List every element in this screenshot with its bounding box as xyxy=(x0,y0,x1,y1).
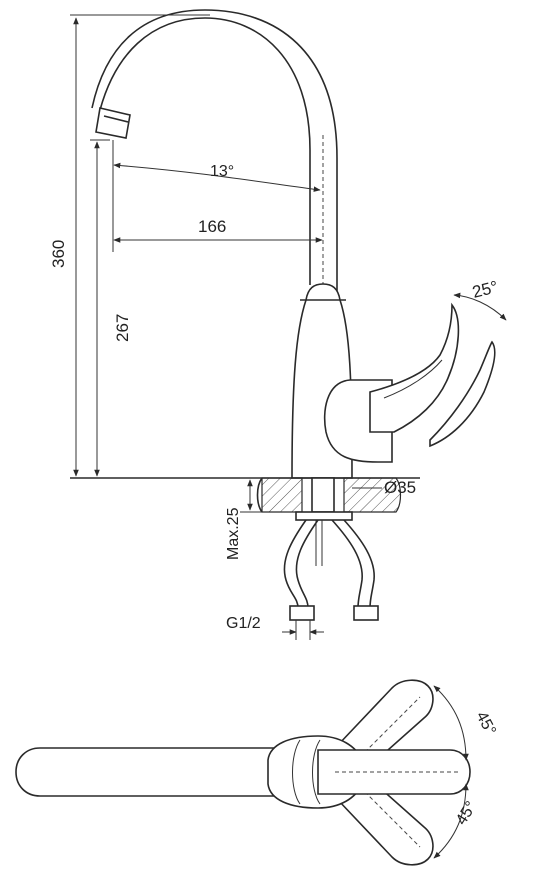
dim-spout-reach: 166 xyxy=(113,217,323,243)
dim-swivel-angle: 13° xyxy=(112,140,321,252)
side-view: 360 267 13° 166 25° Ø35 xyxy=(49,9,507,640)
hose-nut-right xyxy=(353,605,379,621)
dim-deck-thickness-label: Max.25 xyxy=(225,507,242,560)
dim-rotation-right-label: 45° xyxy=(453,799,480,829)
dim-deck-thickness: Max.25 xyxy=(225,477,262,560)
spout-top xyxy=(15,747,279,797)
dim-lever-angle: 25° xyxy=(453,277,507,321)
faucet-body xyxy=(70,283,496,479)
dim-connection-thread: G1/2 xyxy=(226,615,324,635)
dim-spout-height-label: 267 xyxy=(113,314,132,342)
lever xyxy=(369,302,460,433)
dim-spout-reach-label: 166 xyxy=(198,217,226,236)
aerator xyxy=(95,107,131,139)
dim-base-diameter-label: Ø35 xyxy=(384,478,416,497)
deck-section xyxy=(256,477,402,566)
top-view: 45° 45° xyxy=(15,679,499,866)
dim-connection-thread-label: G1/2 xyxy=(226,615,261,632)
flexible-hoses xyxy=(283,519,379,640)
dim-rotation-left: 45° xyxy=(433,685,499,761)
dim-base-diameter: Ø35 xyxy=(352,478,416,497)
dim-swivel-angle-label: 13° xyxy=(210,163,234,180)
dim-rotation-left-label: 45° xyxy=(472,709,498,738)
dim-rotation-right: 45° xyxy=(433,783,480,859)
dim-spout-height: 267 xyxy=(90,139,132,477)
dim-total-height-label: 360 xyxy=(49,240,68,268)
hose-nut-left xyxy=(289,605,315,621)
dim-total-height: 360 xyxy=(49,14,210,477)
dim-lever-angle-label: 25° xyxy=(470,277,500,302)
